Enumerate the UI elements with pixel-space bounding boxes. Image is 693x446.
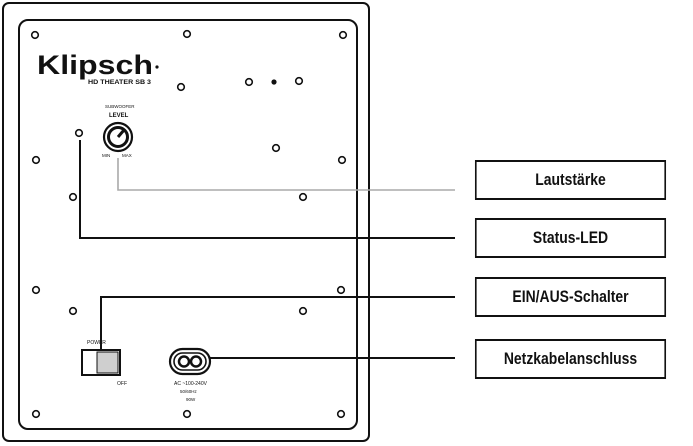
logo-trademark-dot	[155, 65, 159, 69]
screw-hole	[182, 29, 192, 39]
knob-max-label: MAX	[122, 153, 132, 158]
panel-outer-frame	[2, 2, 370, 442]
callout-power-switch: EIN/AUS-Schalter	[474, 277, 667, 317]
status-led-leader-line	[79, 140, 455, 239]
status-led-dot	[271, 79, 277, 85]
screw-holes	[30, 29, 348, 419]
screw-hole	[68, 192, 78, 202]
callout-volume: Lautstärke	[474, 160, 667, 200]
screw-hole	[337, 155, 347, 165]
model-name: HD THEATER SB 3	[88, 79, 151, 86]
panel-inner-frame	[18, 19, 358, 430]
volume-knob[interactable]	[102, 121, 134, 153]
knob-min-label: MIN	[102, 153, 110, 158]
screw-hole	[176, 82, 186, 92]
screw-hole	[298, 306, 308, 316]
callout-power-cord: Netzkabelanschluss	[474, 339, 667, 379]
power-socket[interactable]	[168, 347, 212, 376]
volume-leader-line	[117, 158, 455, 191]
screw-hole	[244, 77, 254, 87]
switch-off-label: OFF	[117, 381, 127, 387]
power-switch-leader-line	[100, 296, 455, 350]
screw-hole	[338, 30, 348, 40]
callout-status-led: Status-LED	[474, 218, 667, 258]
screw-hole	[336, 285, 346, 295]
screw-hole	[294, 76, 304, 86]
screw-hole	[31, 155, 41, 165]
knob-top-label: SUBWOOFER	[105, 104, 135, 109]
screw-hole	[298, 192, 308, 202]
screw-hole	[31, 285, 41, 295]
screw-hole	[30, 30, 40, 40]
socket-power-label: 90W	[186, 397, 196, 402]
brand-logo: Klipsch	[37, 50, 153, 80]
screw-hole	[336, 409, 346, 419]
screw-hole	[68, 306, 78, 316]
knob-label: LEVEL	[109, 113, 129, 119]
socket-voltage-label: AC ~100-240V	[174, 381, 208, 387]
screw-hole	[31, 409, 41, 419]
screw-hole	[74, 128, 84, 138]
switch-on-label: POWER	[87, 340, 106, 346]
power-switch[interactable]	[81, 349, 121, 376]
screw-hole	[271, 143, 281, 153]
screw-hole	[182, 409, 192, 419]
socket-frequency-label: 50/60Hz	[180, 389, 198, 394]
